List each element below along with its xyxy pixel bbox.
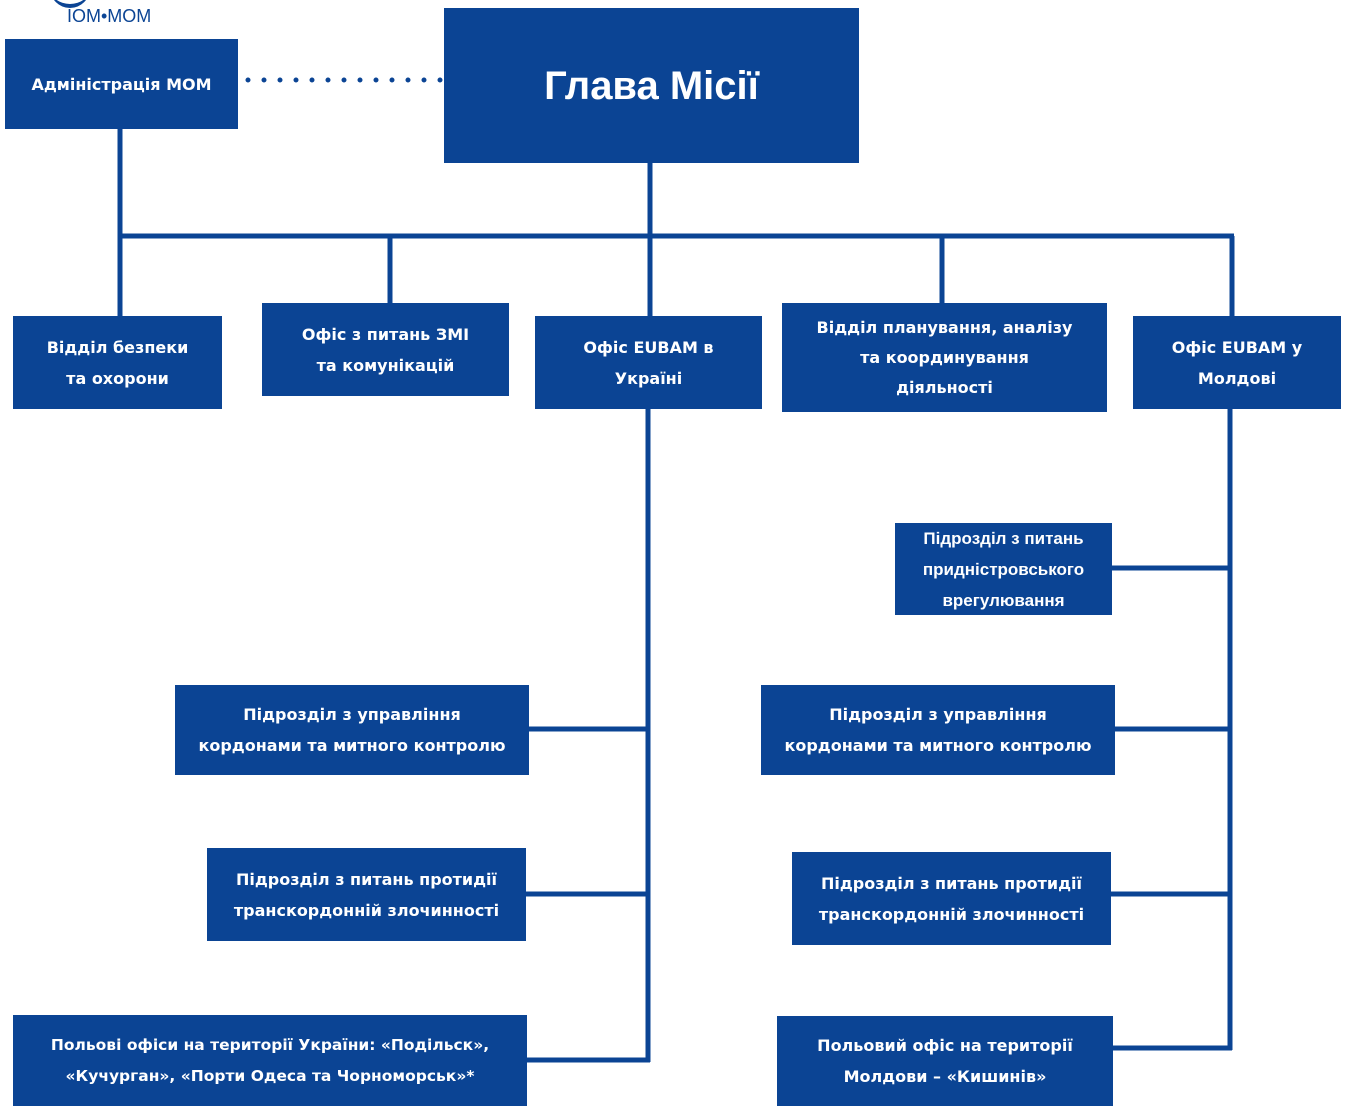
moldova-transnistria-unit-line-2: придністровського bbox=[922, 559, 1085, 579]
moldova-crime-unit-box: Підрозділ з питань протидії транскордонн… bbox=[792, 852, 1111, 945]
moldova-border-unit-line-2: кордонами та митного контролю bbox=[784, 736, 1092, 755]
planning-dept-line-3: діяльності bbox=[896, 377, 993, 397]
eubam-ukraine-line-1: Офіс EUBAM в bbox=[583, 337, 714, 357]
eubam-moldova-line-2: Молдові bbox=[1197, 368, 1277, 388]
eubam-ukraine-box: Офіс EUBAM в Україні bbox=[535, 316, 762, 409]
security-dept-line-2: та охорони bbox=[66, 368, 169, 388]
eubam-moldova-box: Офіс EUBAM у Молдові bbox=[1133, 316, 1341, 409]
media-office-line-2: та комунікацій bbox=[316, 355, 455, 375]
ukraine-border-unit-line-1: Підрозділ з управління bbox=[243, 705, 461, 724]
ukraine-field-offices-line-1: Польові офіси на території України: «Под… bbox=[50, 1035, 490, 1054]
ukraine-border-unit-line-2: кордонами та митного контролю bbox=[198, 736, 506, 755]
planning-dept-line-1: Відділ планування, аналізу bbox=[816, 317, 1073, 337]
ukraine-crime-unit-line-2: транскордонній злочинності bbox=[233, 900, 500, 920]
moldova-field-office-line-1: Польовий офіс на території bbox=[817, 1036, 1073, 1055]
ukraine-field-offices-box: Польові офіси на території України: «Под… bbox=[13, 1015, 527, 1106]
media-office-box: Офіс з питань ЗМІ та комунікацій bbox=[262, 303, 509, 396]
head-of-mission-label: Глава Місії bbox=[544, 63, 759, 108]
moldova-field-office-line-2: Молдови – «Кишинів» bbox=[843, 1067, 1047, 1086]
ukraine-border-unit-box: Підрозділ з управління кордонами та митн… bbox=[175, 685, 529, 775]
moldova-crime-unit-line-1: Підрозділ з питань протидії bbox=[820, 873, 1083, 893]
iom-logo-text: IOM•MOM bbox=[67, 6, 152, 26]
moldova-field-office-box: Польовий офіс на території Молдови – «Ки… bbox=[777, 1016, 1113, 1106]
moldova-transnistria-unit-box: Підрозділ з питань придністровського вре… bbox=[895, 523, 1112, 615]
security-dept-box: Відділ безпеки та охорони bbox=[13, 316, 222, 409]
security-dept-line-1: Відділ безпеки bbox=[46, 337, 189, 357]
moldova-transnistria-unit-line-3: врегулювання bbox=[942, 590, 1065, 610]
ukraine-crime-unit-box: Підрозділ з питань протидії транскордонн… bbox=[207, 848, 526, 941]
admin-box: Адміністрація МОМ bbox=[5, 39, 238, 129]
ukraine-crime-unit-line-1: Підрозділ з питань протидії bbox=[235, 869, 498, 889]
eubam-moldova-line-1: Офіс EUBAM у bbox=[1171, 337, 1303, 357]
media-office-line-1: Офіс з питань ЗМІ bbox=[301, 324, 470, 344]
moldova-border-unit-box: Підрозділ з управління кордонами та митн… bbox=[761, 685, 1115, 775]
eubam-ukraine-line-2: Україні bbox=[614, 368, 683, 388]
moldova-border-unit-line-1: Підрозділ з управління bbox=[829, 705, 1047, 724]
moldova-transnistria-unit-line-1: Підрозділ з питань bbox=[923, 528, 1084, 548]
ukraine-field-offices-line-2: «Кучурган», «Порти Одеса та Чорноморськ»… bbox=[65, 1066, 475, 1085]
admin-label: Адміністрація МОМ bbox=[31, 74, 212, 94]
planning-dept-box: Відділ планування, аналізу та координува… bbox=[782, 303, 1107, 412]
head-of-mission-box: Глава Місії bbox=[444, 8, 859, 163]
moldova-crime-unit-line-2: транскордонній злочинності bbox=[818, 904, 1085, 924]
iom-logo-mark bbox=[50, 0, 90, 8]
planning-dept-line-2: та координування bbox=[860, 347, 1029, 367]
